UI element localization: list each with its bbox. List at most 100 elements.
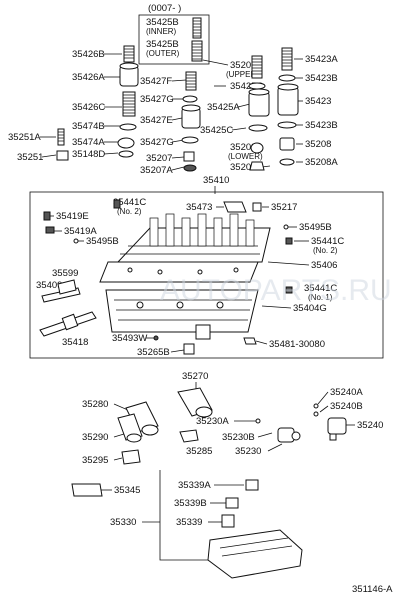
valve-body-frame — [29, 191, 384, 359]
callout-35599: 35599 — [52, 268, 78, 279]
callout-35419A: 35419A — [64, 226, 97, 237]
callout-35418: 35418 — [62, 337, 88, 348]
ring-35207A-icon — [183, 164, 197, 172]
callout-35423A: 35423A — [305, 54, 338, 65]
callout-35473: 35473 — [186, 202, 212, 213]
callout-35474B: 35474B — [72, 121, 105, 132]
ring-35240B-icon — [313, 411, 319, 417]
gasket-35339A-icon — [245, 479, 259, 491]
seal-35474A-icon — [117, 137, 135, 149]
spring-35427F-icon — [185, 71, 197, 91]
filter-35270-icon — [177, 387, 213, 418]
callout-35410: 35410 — [203, 175, 229, 186]
ring-35230A-icon — [255, 418, 261, 424]
ring-35208A-icon — [279, 158, 295, 166]
pin-35419A-icon — [45, 226, 55, 234]
ring-35148D-icon — [118, 150, 134, 158]
plate-35599-icon — [57, 279, 77, 295]
callout-35426A: 35426A — [72, 72, 105, 83]
callout-35427G-2: 35427G — [140, 137, 174, 148]
pin-35441C-icon — [113, 199, 121, 209]
callout-35409: 35409 — [36, 280, 62, 291]
callout-35339A: 35339A — [178, 480, 211, 491]
callout-35425C-2: 35425C — [200, 125, 233, 136]
piston-35427E-icon — [181, 104, 201, 129]
callout-35425B-inner: 35425B — [146, 17, 179, 28]
plug-35207-icon — [183, 151, 195, 162]
ring-35423B-icon — [278, 74, 296, 82]
spring-bracket-box — [138, 14, 210, 65]
callout-35425A: 35425A — [207, 102, 240, 113]
ring-35427G-2-icon — [181, 136, 199, 144]
callout-35295: 35295 — [82, 455, 108, 466]
seal-35209-lower-icon — [250, 142, 264, 154]
callout-35265B: 35265B — [137, 347, 170, 358]
plate-35473-icon — [223, 201, 247, 213]
piston-35426A-icon — [119, 62, 139, 87]
callout-35208A: 35208A — [305, 157, 338, 168]
callout-35209-lower-note: (LOWER) — [228, 152, 263, 161]
callout-35207A: 35207A — [140, 165, 173, 176]
callout-35481: 35481-30080 — [269, 339, 325, 350]
ring-35425C-2-icon — [248, 124, 268, 132]
callout-35427F: 35427F — [140, 76, 172, 87]
callout-35330: 35330 — [110, 517, 136, 528]
solenoid-35418-icon — [39, 311, 97, 337]
ball-35495B-2-icon — [283, 224, 289, 230]
callout-35441C-no1: 35441C — [304, 283, 337, 294]
callout-35209A: 35209A — [230, 162, 263, 173]
watermark: AUTOPARTS.RU — [160, 274, 392, 307]
bracket-35265B-icon — [183, 343, 195, 355]
callout-35240: 35240 — [357, 420, 383, 431]
callout-35285: 35285 — [186, 446, 212, 457]
gasket-35339-icon — [221, 514, 235, 528]
callout-35217: 35217 — [271, 202, 297, 213]
callout-35441C-no2-b-note: (No. 2) — [313, 246, 338, 255]
spring-35426C-icon — [122, 91, 136, 117]
ball-35495B-icon — [73, 238, 79, 244]
callout-35251: 35251 — [17, 152, 43, 163]
callout-35230B: 35230B — [222, 432, 255, 443]
callout-35230A: 35230A — [196, 416, 229, 427]
callout-35230: 35230 — [235, 446, 261, 457]
callout-35441C-no2-a: 35441C — [113, 197, 146, 208]
callout-35441C-no2-b: 35441C — [311, 236, 344, 247]
callout-35240A: 35240A — [330, 387, 363, 398]
callout-35425B-outer-note: (OUTER) — [146, 49, 180, 58]
callout-35423: 35423 — [305, 96, 331, 107]
spring-35209-upper-icon — [251, 55, 263, 79]
solenoid-35230-icon — [277, 427, 301, 443]
callout-35426B: 35426B — [72, 49, 105, 60]
callout-35423B-1: 35423B — [305, 73, 338, 84]
callout-35339: 35339 — [176, 517, 202, 528]
bracket-35345-icon — [71, 483, 103, 497]
ring-35425C-icon — [248, 82, 266, 90]
callout-35425B-outer: 35425B — [146, 39, 179, 50]
callout-35406: 35406 — [311, 260, 337, 271]
spring-inner-icon — [192, 17, 202, 39]
callout-35251A: 35251A — [8, 132, 41, 143]
spring-35426B-icon — [123, 45, 135, 63]
pin-35419E-icon — [43, 211, 51, 221]
figure-id: 351146-A — [352, 584, 393, 595]
spring-outer-icon — [191, 40, 203, 62]
callout-35148D: 35148D — [72, 149, 105, 160]
oil-pan-35330-icon — [207, 529, 303, 579]
callout-35493W: 35493W — [112, 333, 147, 344]
pin-35441C-no1-icon — [285, 286, 293, 294]
plug-35208-icon — [279, 137, 295, 151]
plug-35251-icon — [56, 150, 69, 161]
callout-35207: 35207 — [146, 153, 172, 164]
callout-35427E: 35427E — [140, 115, 173, 126]
ring-35240A-icon — [313, 403, 319, 409]
callout-35290: 35290 — [82, 432, 108, 443]
callout-35270: 35270 — [182, 371, 208, 382]
piston-35425A-icon — [248, 88, 270, 117]
callout-35209-lower: 35209 — [230, 142, 256, 153]
callout-35427G-1: 35427G — [140, 94, 174, 105]
callout-35426C: 35426C — [72, 102, 105, 113]
bolt-35481-icon — [243, 337, 257, 345]
valve-body-assembly-35406 — [99, 213, 271, 283]
callout-35441C-no1-note: (No. 1) — [308, 293, 333, 302]
